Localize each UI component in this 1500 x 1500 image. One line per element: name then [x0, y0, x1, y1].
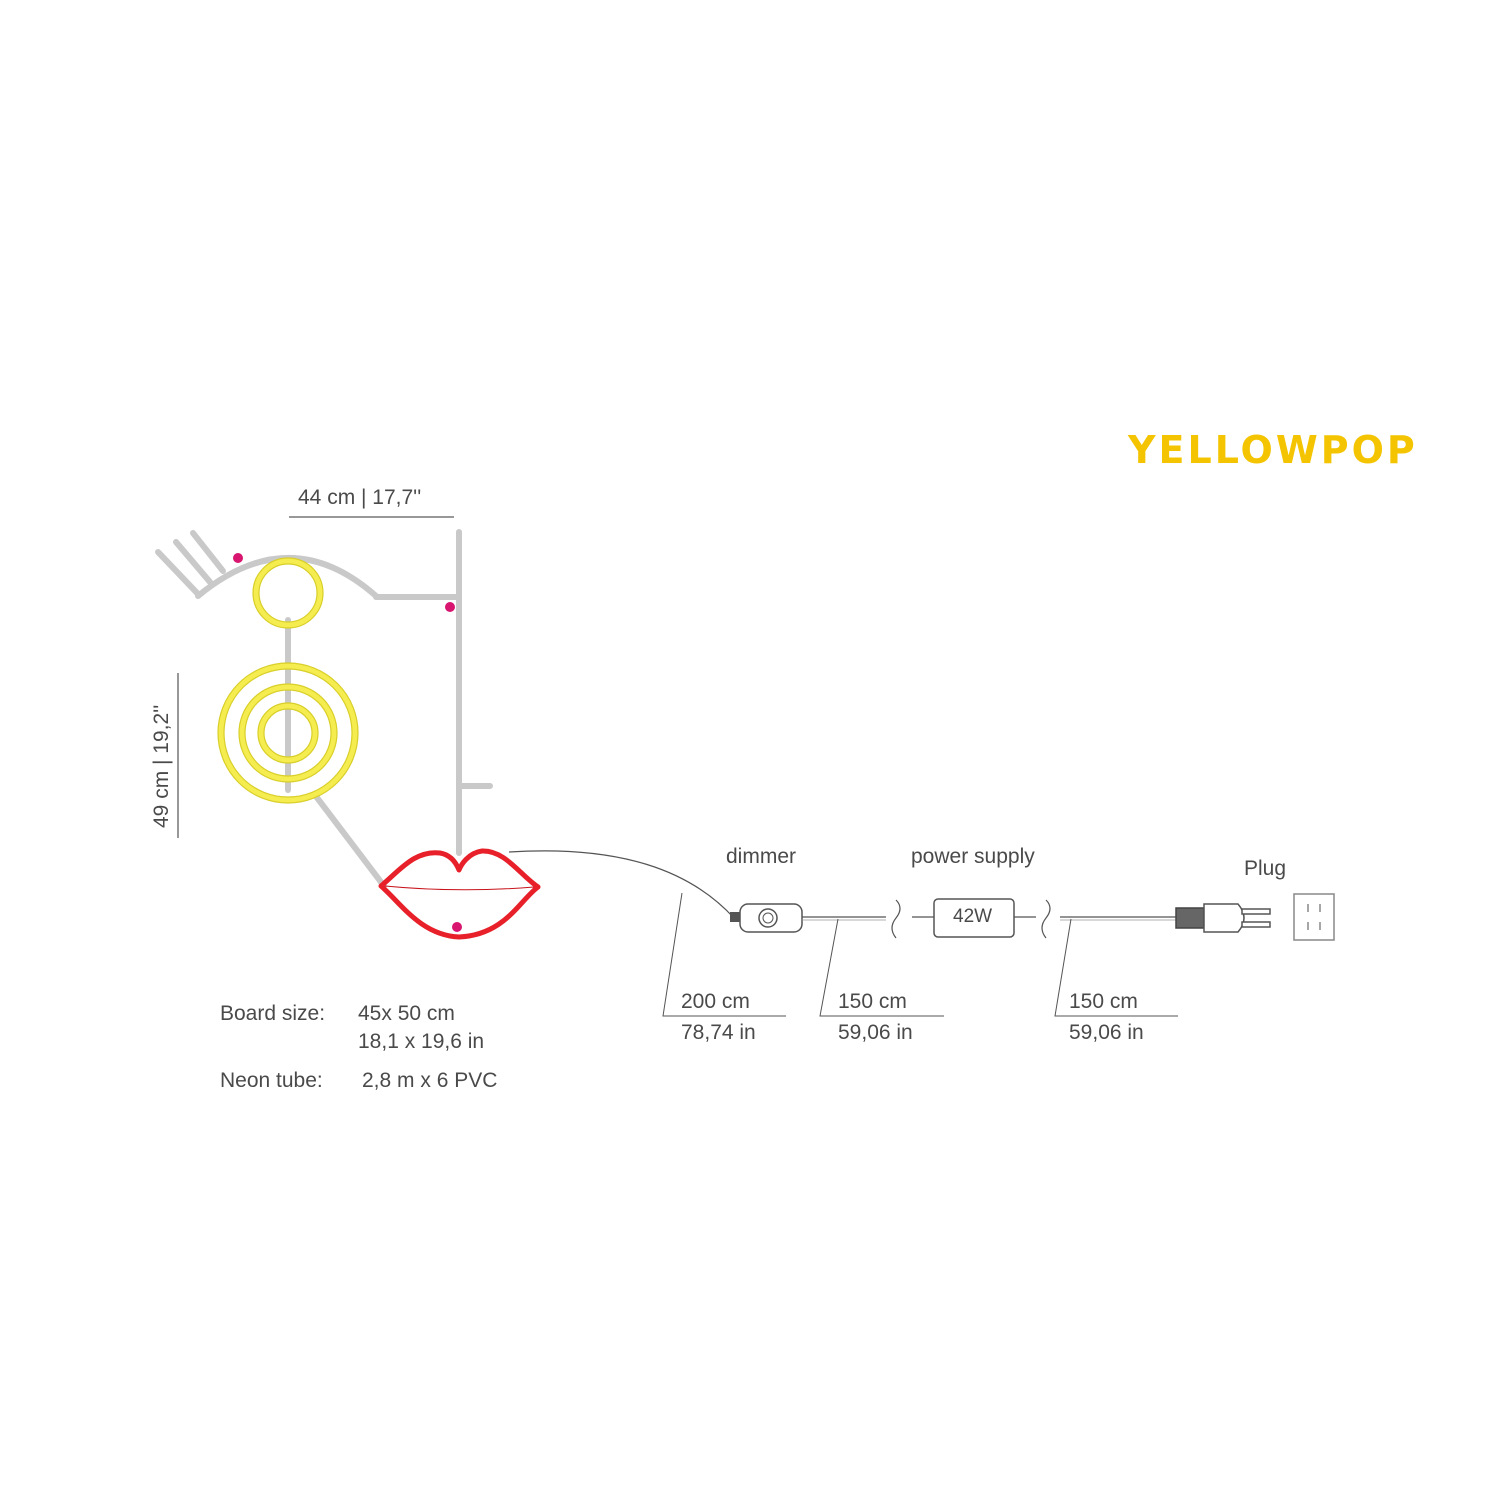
spiral-middle	[239, 684, 337, 782]
cable-3-in: 59,06 in	[1069, 1021, 1144, 1044]
eye-circle	[253, 558, 323, 628]
power-rating: 42W	[953, 906, 993, 927]
cable-1-cm: 200 cm	[681, 990, 750, 1013]
dimmer-label: dimmer	[726, 845, 797, 868]
dimmer-icon	[730, 903, 803, 933]
cable-length-leaders	[662, 892, 1178, 1017]
cable-break-icon	[891, 899, 901, 939]
cable-to-dimmer	[508, 850, 735, 919]
cable-2-in: 59,06 in	[838, 1021, 913, 1044]
height-label: 49 cm | 19,2''	[150, 704, 173, 828]
cable-break-icon	[1041, 899, 1051, 939]
plug-label: Plug	[1244, 857, 1287, 880]
board-size-label: Board size:	[220, 1002, 326, 1025]
cable-2-cm: 150 cm	[838, 990, 907, 1013]
spiral-outer	[218, 663, 358, 803]
plug-icon	[1175, 903, 1271, 933]
power-supply-box	[933, 898, 1015, 938]
brand-logo: YELLOWPOP	[1128, 428, 1418, 472]
width-label: 44 cm | 17,7''	[298, 486, 422, 509]
neon-yellow-tubes	[218, 558, 358, 803]
mount-dots	[233, 553, 462, 932]
outlet-icon	[1293, 893, 1335, 941]
cable-1-in: 78,74 in	[681, 1021, 756, 1044]
power-supply-label: power supply	[911, 845, 1035, 868]
board-size-in: 18,1 x 19,6 in	[358, 1030, 485, 1053]
neon-tube-label: Neon tube:	[220, 1069, 323, 1092]
lips-neon	[378, 848, 541, 940]
spiral-inner	[258, 703, 318, 763]
cable-3-cm: 150 cm	[1069, 990, 1138, 1013]
neon-tube-value: 2,8 m x 6 PVC	[362, 1069, 498, 1092]
board-size-cm: 45x 50 cm	[358, 1002, 455, 1025]
